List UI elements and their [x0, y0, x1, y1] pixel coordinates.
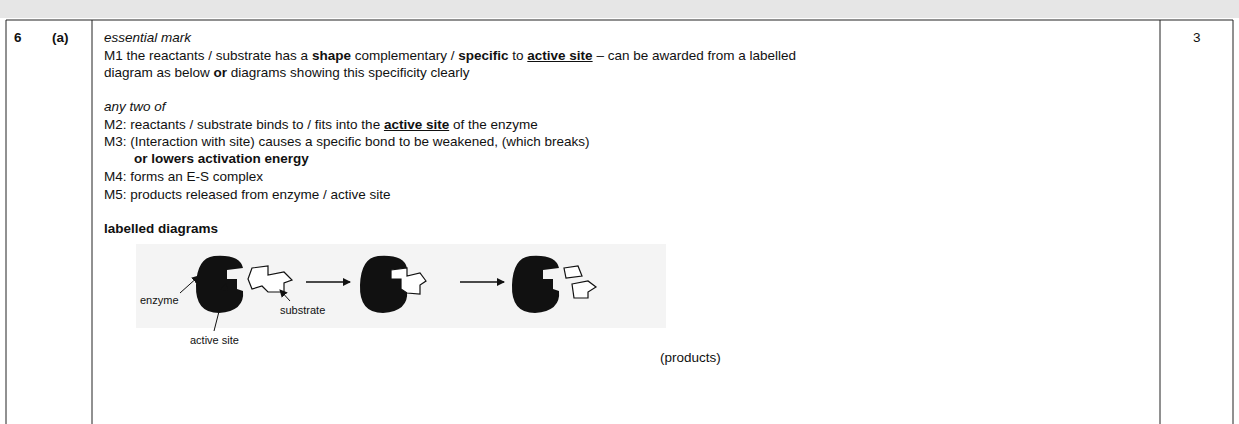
mark-scheme-text: essential mark [104, 30, 191, 45]
diagram-label: active site [190, 334, 239, 346]
mark-scheme-text: 6 [14, 30, 22, 45]
mark-scheme-text: complementary / [355, 48, 455, 63]
mark-scheme-text: diagram as below [104, 65, 210, 80]
mark-scheme-text: M2: reactants / substrate binds to / fit… [104, 117, 380, 132]
mark-scheme-text: M1 the reactants / substrate has a [104, 48, 308, 63]
text-line: 6 [14, 30, 22, 45]
enzyme-illustration [136, 244, 666, 331]
text-line: M1 the reactants / substrate has a shapec… [104, 48, 796, 63]
mark-scheme-text: 3 [1193, 30, 1201, 45]
mark-scheme-text: of the enzyme [453, 117, 538, 132]
text-line: or lowers activation energy [134, 151, 309, 166]
mark-scheme-text: any two of [104, 99, 166, 114]
mark-scheme-text: active site [527, 48, 592, 63]
header-band [0, 0, 1239, 18]
mark-scheme-text: – can be awarded from a labelled [596, 48, 796, 63]
text-line: M3: (Interaction with site) causes a spe… [104, 134, 590, 149]
text-line: enzyme [140, 292, 179, 307]
mark-scheme-text: or lowers activation energy [134, 151, 309, 166]
text-line: M2: reactants / substrate binds to / fit… [104, 117, 538, 132]
text-line: active site [190, 332, 239, 347]
text-line: essential mark [104, 30, 191, 45]
text-line: any two of [104, 99, 166, 114]
text-line: substrate [280, 302, 325, 317]
mark-scheme-text: diagrams showing this specificity clearl… [231, 65, 470, 80]
mark-scheme-text: to [512, 48, 523, 63]
text-line: (products) [660, 350, 721, 365]
mark-scheme-text: active site [384, 117, 449, 132]
text-line: M4: forms an E-S complex [104, 169, 263, 184]
table-grid [6, 20, 1233, 424]
mark-scheme-text: (a) [52, 30, 69, 45]
text-line: (a) [52, 30, 69, 45]
diagram-label: (products) [660, 350, 721, 365]
mark-scheme-text: shape [312, 48, 351, 63]
mark-scheme-text: M5: products released from enzyme / acti… [104, 187, 391, 202]
text-line: diagram as below ordiagrams showing this … [104, 65, 469, 80]
mark-scheme-text: M4: forms an E-S complex [104, 169, 263, 184]
text-line: labelled diagrams [104, 221, 218, 236]
text-line: 3 [1193, 30, 1201, 45]
mark-scheme-text: specific [458, 48, 508, 63]
mark-scheme-text: labelled diagrams [104, 221, 218, 236]
mark-scheme-text: M3: (Interaction with site) causes a spe… [104, 134, 590, 149]
diagram-label: substrate [280, 304, 325, 316]
text-line: M5: products released from enzyme / acti… [104, 187, 391, 202]
mark-scheme-text: or [214, 65, 228, 80]
diagram-label: enzyme [140, 294, 179, 306]
